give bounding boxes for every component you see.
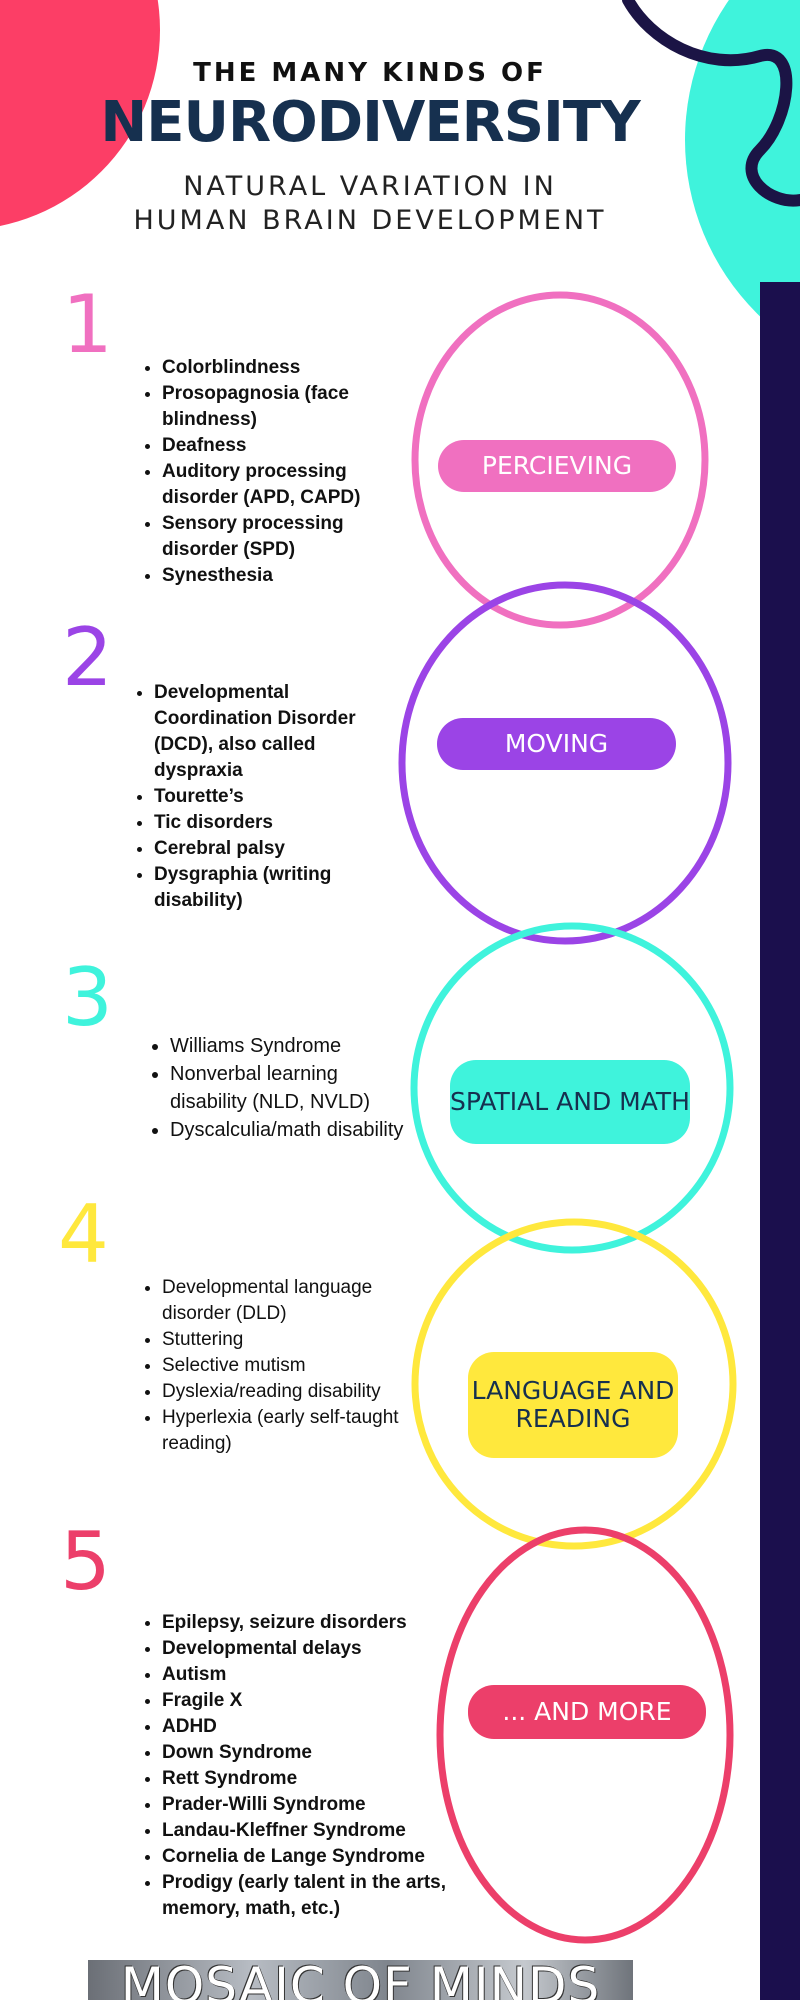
page-title: NEURODIVERSITY xyxy=(100,90,640,155)
list-item: Landau-Kleffner Syndrome xyxy=(162,1818,482,1844)
circle-language-reading xyxy=(411,1218,737,1550)
decor-navy-side-bar xyxy=(760,282,800,2000)
list-item: Colorblindness xyxy=(162,355,407,381)
label-spatial-math: SPATIAL AND MATH xyxy=(450,1060,690,1144)
list-item: Developmental language disorder (DLD) xyxy=(162,1275,407,1327)
list-item: Developmental delays xyxy=(162,1636,482,1662)
list-item: Selective mutism xyxy=(162,1353,407,1379)
header-kicker: THE MANY KINDS OF xyxy=(193,58,547,88)
list-item: Stuttering xyxy=(162,1327,407,1353)
section-list-moving: Developmental Coordination Disorder (DCD… xyxy=(132,680,409,914)
decor-teal-blob xyxy=(685,0,800,348)
section-number-3: 3 xyxy=(62,951,113,1044)
subtitle-line-1: NATURAL VARIATION IN xyxy=(183,171,557,202)
brand-logo-text: MOSAIC OF MINDS xyxy=(120,1960,601,2000)
list-item: Autism xyxy=(162,1662,482,1688)
list-item: Deafness xyxy=(162,433,407,459)
list-item: ADHD xyxy=(162,1714,482,1740)
section-number-5: 5 xyxy=(60,1515,111,1608)
label-and-more: ... AND MORE xyxy=(468,1685,706,1739)
section-list-and-more: Epilepsy, seizure disorders Developmenta… xyxy=(140,1610,482,1922)
list-item: Synesthesia xyxy=(162,563,407,589)
subtitle-line-2: HUMAN BRAIN DEVELOPMENT xyxy=(133,205,607,236)
page-subtitle: NATURAL VARIATION IN HUMAN BRAIN DEVELOP… xyxy=(0,170,740,238)
label-moving: MOVING xyxy=(437,718,676,770)
list-item: Dyscalculia/math disability xyxy=(170,1116,420,1144)
list-item: Auditory processing disorder (APD, CAPD) xyxy=(162,459,407,511)
list-item: Hyperlexia (early self-taught reading) xyxy=(162,1405,407,1457)
list-item: Dyslexia/reading disability xyxy=(162,1379,407,1405)
list-item: Rett Syndrome xyxy=(162,1766,482,1792)
list-item: Williams Syndrome xyxy=(170,1032,420,1060)
list-item: Down Syndrome xyxy=(162,1740,482,1766)
list-item: Prodigy (early talent in the arts, memor… xyxy=(162,1870,482,1922)
list-item: Prosopagnosia (face blindness) xyxy=(162,381,407,433)
decor-navy-swirl xyxy=(622,0,800,207)
list-item: Cerebral palsy xyxy=(154,836,409,862)
list-item: Sensory processing disorder (SPD) xyxy=(162,511,407,563)
section-number-2: 2 xyxy=(62,611,113,704)
section-number-4: 4 xyxy=(58,1188,109,1281)
list-item: Epilepsy, seizure disorders xyxy=(162,1610,482,1636)
list-item: Developmental Coordination Disorder (DCD… xyxy=(154,680,409,784)
list-item: Prader-Willi Syndrome xyxy=(162,1792,482,1818)
section-list-spatial-math: Williams Syndrome Nonverbal learning dis… xyxy=(148,1032,420,1144)
decor-red-blob xyxy=(0,0,160,226)
list-item: Tourette’s xyxy=(154,784,409,810)
section-number-1: 1 xyxy=(62,278,113,371)
label-perceiving: PERCIEVING xyxy=(438,440,676,492)
list-item: Dysgraphia (writing disability) xyxy=(154,862,409,914)
section-list-language-reading: Developmental language disorder (DLD) St… xyxy=(140,1275,407,1457)
circle-moving xyxy=(398,581,732,945)
list-item: Tic disorders xyxy=(154,810,409,836)
circle-perceiving xyxy=(411,291,709,629)
label-language-reading: LANGUAGE AND READING xyxy=(468,1352,678,1458)
list-item: Fragile X xyxy=(162,1688,482,1714)
list-item: Cornelia de Lange Syndrome xyxy=(162,1844,482,1870)
circle-spatial-math xyxy=(410,922,734,1254)
section-list-perceiving: Colorblindness Prosopagnosia (face blind… xyxy=(140,355,407,589)
list-item: Nonverbal learning disability (NLD, NVLD… xyxy=(170,1060,420,1116)
circle-and-more xyxy=(436,1526,734,1944)
brand-logo: MOSAIC OF MINDS xyxy=(88,1960,633,2000)
